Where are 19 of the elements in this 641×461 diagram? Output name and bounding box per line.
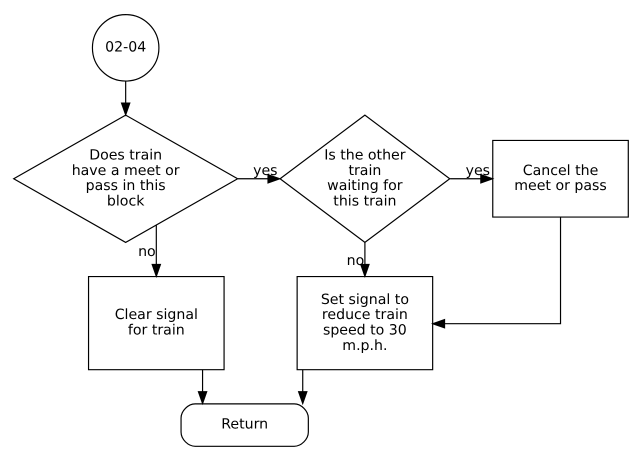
- node-diamond: Is the other train waiting for this train: [278, 114, 450, 244]
- node-box: Clear signal for train: [87, 276, 224, 370]
- edge-label: no: [346, 252, 364, 269]
- node-box: Set signal to reduce train speed to 30 m.p.h.: [296, 276, 433, 370]
- edge-label: no: [138, 244, 156, 260]
- arrow: [237, 174, 282, 184]
- arrow: [430, 217, 561, 329]
- arrow: [359, 242, 370, 278]
- edge-label: yes: [252, 162, 278, 179]
- arrow: [450, 174, 494, 184]
- node-circle: 02-04: [91, 14, 159, 82]
- arrow: [297, 370, 308, 406]
- arrow: [120, 81, 130, 117]
- arrow: [197, 370, 208, 406]
- node-box: Return: [180, 403, 308, 447]
- node-diamond: Does train have a meet or pass in this block: [12, 114, 238, 244]
- arrow: [150, 225, 161, 278]
- node-box: Cancel the meet or pass: [492, 140, 628, 218]
- edge-label: yes: [465, 162, 490, 179]
